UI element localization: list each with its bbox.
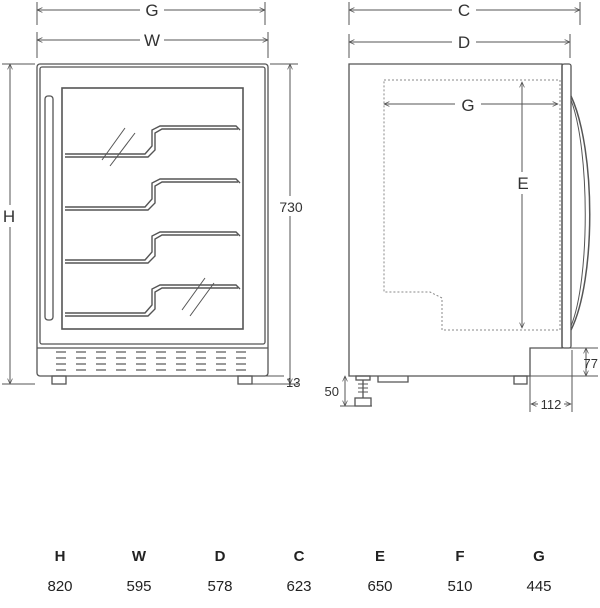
label-77: 77 <box>584 356 598 371</box>
label-h: H <box>3 207 15 226</box>
label-50: 50 <box>325 384 339 399</box>
label-e: E <box>517 174 528 193</box>
header-e: E <box>374 548 385 565</box>
side-view <box>340 2 598 412</box>
side-cabinet <box>348 63 563 377</box>
dimension-77 <box>530 348 598 376</box>
dimension-50 <box>340 376 372 406</box>
front-foot-right <box>237 375 253 385</box>
header-h: H <box>54 548 66 565</box>
label-c: C <box>458 1 470 20</box>
shelf-3 <box>65 231 241 261</box>
shelf-1 <box>65 125 241 155</box>
value-e: 650 <box>367 578 393 595</box>
shelf-2 <box>65 178 241 208</box>
header-d: D <box>214 548 226 565</box>
side-handle <box>570 95 591 331</box>
side-door <box>561 63 572 349</box>
dimensions-header-row: H W D C E F G <box>0 548 600 578</box>
header-g: G <box>533 548 545 565</box>
front-door-frame <box>39 66 266 345</box>
label-112: 112 <box>541 397 562 412</box>
dimensions-table: H W D C E F G 820 595 578 623 650 510 44… <box>0 540 600 600</box>
label-g-front: G <box>145 1 158 20</box>
shelves <box>65 125 241 317</box>
header-w: W <box>131 548 147 565</box>
value-d: 578 <box>207 578 233 595</box>
shelf-4 <box>65 284 241 314</box>
dimensions-value-row: 820 595 578 623 650 510 445 <box>0 578 600 608</box>
vent-grille <box>37 347 268 371</box>
header-f: F <box>455 548 465 565</box>
side-rail <box>377 376 409 383</box>
label-g-side: G <box>461 96 474 115</box>
leveling-leg <box>354 375 372 407</box>
label-d: D <box>458 33 470 52</box>
side-foot-front <box>513 375 528 385</box>
header-c: C <box>293 548 305 565</box>
door-handle <box>44 95 54 321</box>
label-730: 730 <box>279 199 303 215</box>
glass-reflection-marks <box>101 127 215 317</box>
front-view <box>2 2 298 385</box>
dimension-730 <box>258 64 298 384</box>
value-w: 595 <box>126 578 152 595</box>
glass-panel <box>61 87 244 330</box>
value-g: 445 <box>526 578 552 595</box>
front-cabinet <box>36 63 269 377</box>
value-h: 820 <box>47 578 73 595</box>
label-13: 13 <box>286 375 300 390</box>
front-foot-left <box>51 375 67 385</box>
label-w: W <box>144 31 160 50</box>
value-f: 510 <box>447 578 473 595</box>
value-c: 623 <box>286 578 312 595</box>
technical-drawing: G W H 730 13 <box>0 0 598 412</box>
inner-compartment <box>383 79 561 331</box>
